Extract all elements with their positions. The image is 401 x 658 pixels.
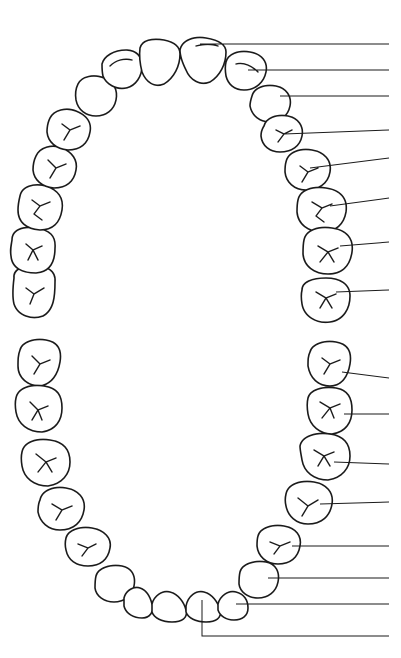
lower-fissure-r-molar-1 — [313, 449, 335, 467]
lower-tooth-l-central-incisor — [151, 590, 188, 623]
leader-upper-molar-3 — [335, 289, 390, 293]
leader-upper-premolar-2 — [309, 157, 390, 169]
upper-fissure-r-molar-3 — [315, 291, 337, 309]
lower-fissure-r-molar-2 — [319, 401, 341, 419]
upper-tooth-l-lateral-incisor — [101, 49, 143, 90]
lower-fissure-l-molar-2 — [29, 401, 49, 421]
upper-tooth-l-central-incisor — [138, 38, 181, 87]
leader-upper-molar-2 — [339, 241, 390, 247]
upper-arch — [9, 36, 354, 324]
upper-fissure-l-premolar-1 — [61, 123, 81, 141]
lower-tooth-r-central-incisor — [185, 590, 222, 623]
lower-tooth-r-canine — [238, 560, 280, 599]
upper-fissure-l-molar-2 — [25, 243, 43, 261]
upper-fissure-l-molar-3 — [25, 287, 45, 305]
lower-tooth-r-lateral-incisor — [217, 590, 249, 621]
lower-fissure-r-molar-3 — [321, 357, 341, 375]
upper-fissure-r-molar-1 — [311, 201, 333, 223]
upper-edge-l-lateral — [109, 58, 133, 67]
upper-tooth-r-lateral-incisor — [224, 50, 268, 91]
upper-tooth-l-molar-1 — [17, 184, 64, 231]
lower-fissure-l-molar-3 — [31, 355, 51, 375]
upper-fissure-l-molar-1 — [31, 199, 51, 221]
lower-arch — [14, 338, 353, 623]
upper-fissure-l-premolar-2 — [47, 159, 67, 179]
upper-tooth-r-molar-2 — [302, 226, 354, 275]
leader-upper-premolar-1 — [283, 129, 390, 135]
leader-upper-molar-1 — [329, 197, 390, 207]
lower-tooth-l-premolar-1 — [64, 526, 112, 567]
lower-fissure-l-molar-1 — [35, 453, 57, 473]
lower-fissure-r-premolar-2 — [297, 497, 319, 517]
upper-tooth-r-premolar-1 — [260, 114, 304, 153]
lower-tooth-l-molar-2 — [14, 384, 63, 433]
upper-fissure-r-premolar-2 — [299, 165, 319, 183]
upper-fissure-r-molar-2 — [317, 245, 339, 263]
lower-fissure-l-premolar-1 — [77, 543, 97, 557]
upper-tooth-l-canine — [74, 75, 118, 117]
lower-tooth-l-lateral-incisor — [123, 586, 154, 619]
leader-lower-molar-3 — [341, 371, 390, 379]
upper-tooth-r-molar-1 — [296, 186, 348, 233]
lower-tooth-r-premolar-2 — [284, 480, 334, 525]
upper-tooth-r-molar-3 — [300, 277, 351, 324]
lower-fissure-r-premolar-1 — [269, 541, 291, 555]
leader-lines — [200, 43, 390, 637]
lower-tooth-r-molar-2 — [306, 386, 353, 435]
leader-lower-premolar-2 — [319, 501, 390, 505]
leader-lower-molar-1 — [333, 461, 390, 465]
upper-tooth-r-central-incisor — [179, 36, 227, 85]
upper-edge-r-lateral — [235, 62, 259, 73]
lower-fissure-l-premolar-2 — [51, 503, 73, 521]
leader-lower-central-incisor — [201, 600, 389, 637]
upper-tooth-r-premolar-2 — [284, 148, 332, 191]
